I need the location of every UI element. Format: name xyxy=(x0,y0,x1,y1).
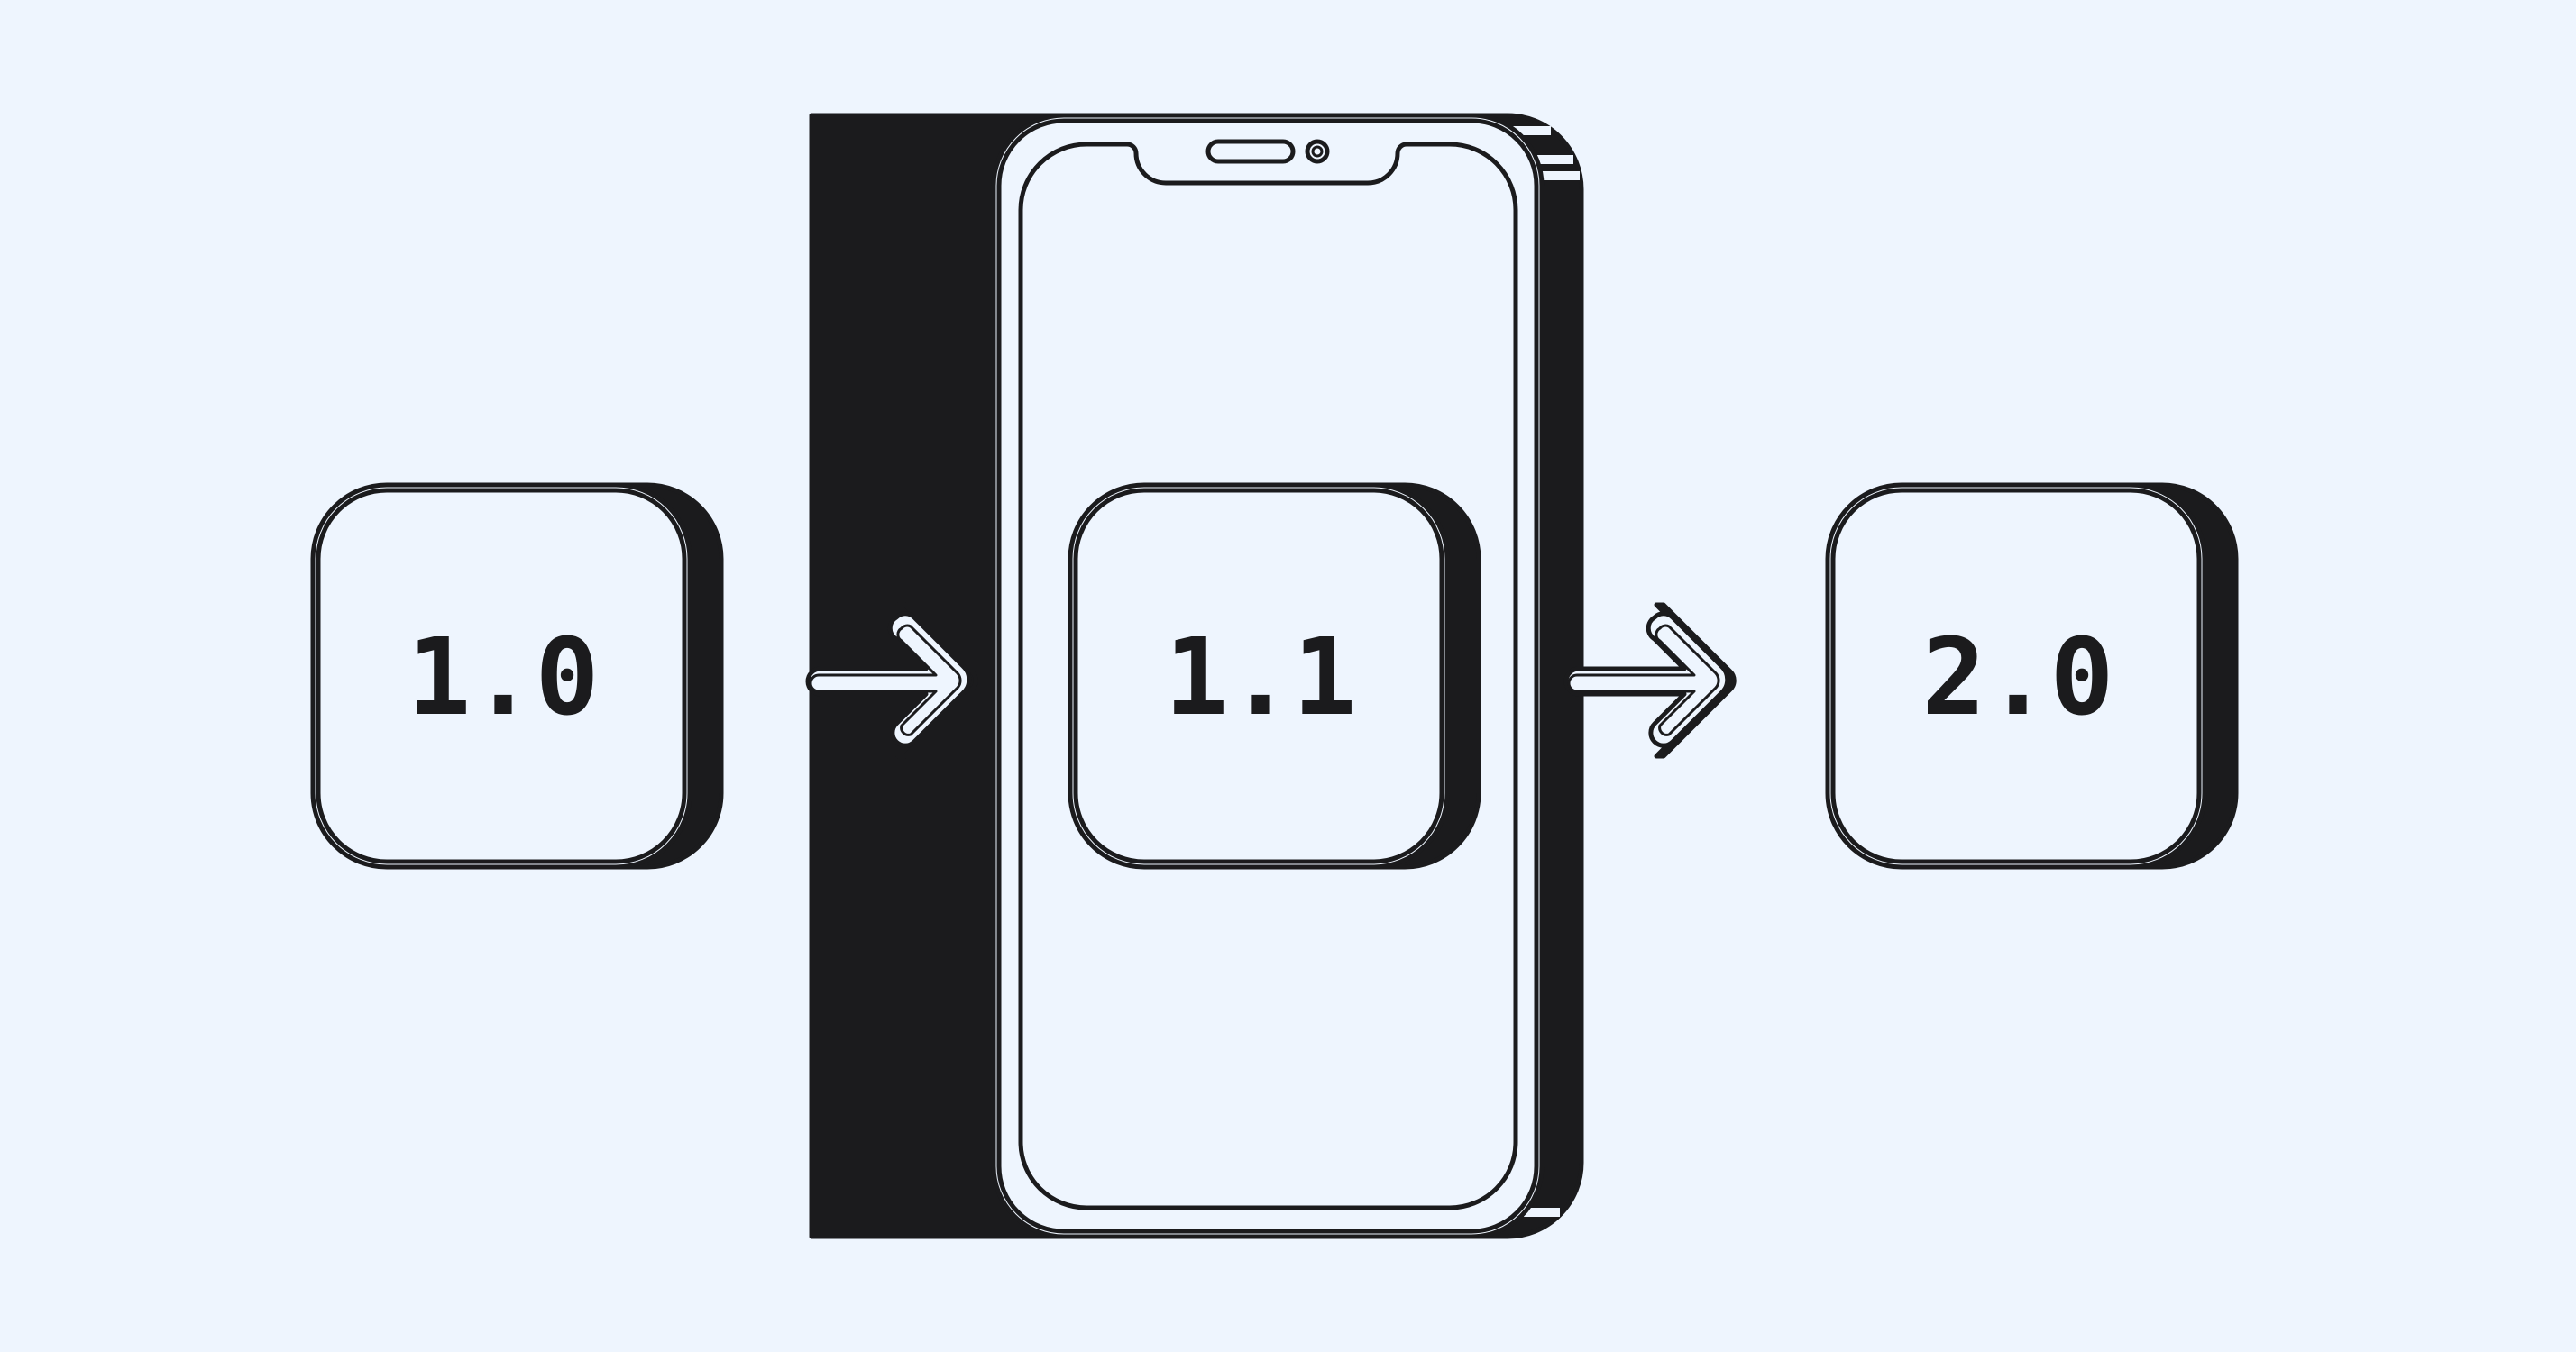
version-card-2: 1.1 xyxy=(1068,482,1481,870)
phone-screen xyxy=(1018,142,1518,1210)
arrow-right-icon xyxy=(805,602,978,759)
version-label-2: 1.1 xyxy=(1164,615,1356,739)
speaker-grille xyxy=(1205,139,1296,164)
version-label-1: 1.0 xyxy=(407,615,599,739)
version-card-1: 1.0 xyxy=(310,482,724,870)
version-label-3: 2.0 xyxy=(1921,615,2113,739)
version-card-3: 2.0 xyxy=(1825,482,2239,870)
camera-icon xyxy=(1305,139,1330,164)
arrow-right-icon xyxy=(1563,602,1737,759)
